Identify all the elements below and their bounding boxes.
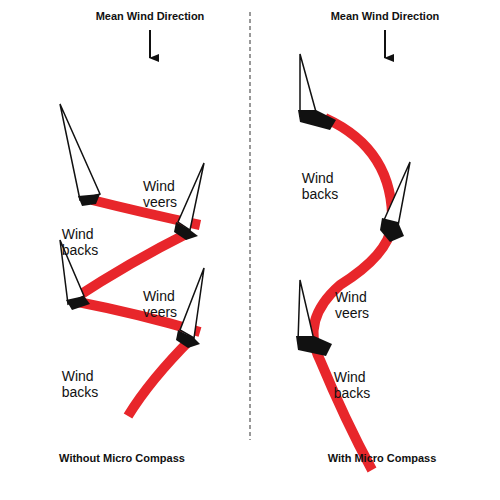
wind-shift-label: Wind veers <box>143 288 177 320</box>
wind-shift-label: Wind backs <box>62 368 99 400</box>
panel-caption: Without Micro Compass <box>59 452 185 465</box>
panel-caption: With Micro Compass <box>328 452 437 465</box>
sail <box>380 162 410 242</box>
wind-arrow <box>384 30 386 58</box>
sail <box>176 268 204 348</box>
wind-shift-label: Wind veers <box>143 178 177 210</box>
divider <box>250 12 251 440</box>
wind-arrow <box>149 30 151 58</box>
wind-shift-label: Wind backs <box>62 226 99 258</box>
sail <box>174 163 204 240</box>
wind-shift-label: Wind veers <box>335 289 369 321</box>
wind-direction-label: Mean Wind Direction <box>96 10 205 23</box>
wind-shift-label: Wind backs <box>302 170 339 202</box>
wind-direction-label: Mean Wind Direction <box>331 10 440 23</box>
wind-shift-label: Wind backs <box>334 369 371 401</box>
sail <box>296 280 332 356</box>
sail <box>298 54 336 130</box>
sail <box>60 104 100 206</box>
